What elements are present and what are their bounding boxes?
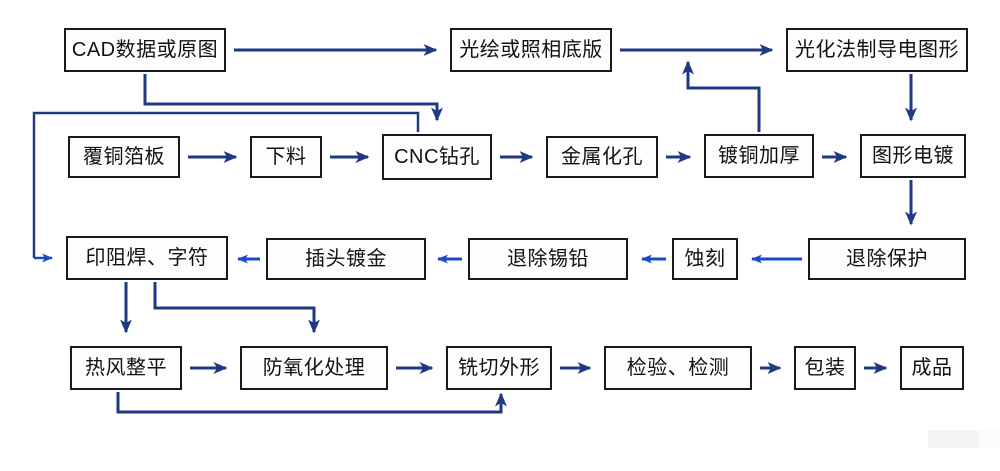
node-inspection-testing[interactable]: 检验、检测 bbox=[604, 346, 752, 390]
node-pattern-plating[interactable]: 图形电镀 bbox=[860, 134, 966, 178]
node-label: 下料 bbox=[265, 146, 307, 168]
node-copper-clad-laminate[interactable]: 覆铜箔板 bbox=[68, 136, 180, 178]
node-label: 热风整平 bbox=[85, 357, 167, 379]
node-strip-resist[interactable]: 退除保护 bbox=[808, 238, 966, 280]
node-cad-data[interactable]: CAD数据或原图 bbox=[64, 28, 226, 72]
node-label: 检验、检测 bbox=[626, 357, 730, 379]
node-photoplot-film[interactable]: 光绘或照相底版 bbox=[450, 28, 612, 72]
node-label: 防氧化处理 bbox=[262, 357, 366, 379]
node-label: 蚀刻 bbox=[684, 248, 726, 270]
node-label: 覆铜箔板 bbox=[83, 146, 165, 168]
edge-cad-to-cnc bbox=[143, 74, 443, 122]
node-label: 光绘或照相底版 bbox=[459, 39, 603, 61]
background-artifact bbox=[928, 430, 1000, 448]
node-edge-connector-gold[interactable]: 插头镀金 bbox=[266, 238, 426, 280]
node-label: 铣切外形 bbox=[458, 357, 540, 379]
node-copper-thickening[interactable]: 镀铜加厚 bbox=[704, 134, 814, 178]
node-label: 包装 bbox=[804, 357, 846, 379]
node-cnc-drilling[interactable]: CNC钻孔 bbox=[382, 134, 492, 180]
node-label: 插头镀金 bbox=[305, 248, 387, 270]
node-label: 退除保护 bbox=[846, 248, 928, 270]
edge-cuplate-to-filmline bbox=[682, 60, 761, 132]
node-label: 成品 bbox=[911, 357, 953, 379]
node-label: 图形电镀 bbox=[872, 145, 954, 167]
node-label: CNC钻孔 bbox=[394, 146, 480, 168]
node-finished-product[interactable]: 成品 bbox=[900, 346, 964, 390]
edge-solder-to-antiox bbox=[153, 282, 320, 334]
edge-hasl-bottom-loop bbox=[116, 392, 507, 414]
node-antioxidation-treatment[interactable]: 防氧化处理 bbox=[240, 346, 388, 390]
node-profile-routing[interactable]: 铣切外形 bbox=[446, 346, 552, 390]
node-hot-air-leveling[interactable]: 热风整平 bbox=[70, 346, 182, 390]
node-label: 印阻焊、字符 bbox=[85, 247, 209, 269]
node-strip-tin-lead[interactable]: 退除锡铅 bbox=[468, 238, 628, 280]
node-etching[interactable]: 蚀刻 bbox=[672, 238, 738, 280]
node-label: 退除锡铅 bbox=[507, 248, 589, 270]
node-label: 光化法制导电图形 bbox=[795, 39, 959, 61]
node-photochemical-pattern[interactable]: 光化法制导电图形 bbox=[786, 28, 968, 72]
node-solder-mask-legend[interactable]: 印阻焊、字符 bbox=[66, 236, 228, 280]
node-label: 金属化孔 bbox=[561, 146, 643, 168]
node-packaging[interactable]: 包装 bbox=[794, 346, 856, 390]
node-hole-metallization[interactable]: 金属化孔 bbox=[546, 136, 658, 178]
node-blanking[interactable]: 下料 bbox=[250, 136, 322, 178]
node-label: CAD数据或原图 bbox=[71, 39, 219, 61]
node-label: 镀铜加厚 bbox=[718, 145, 800, 167]
